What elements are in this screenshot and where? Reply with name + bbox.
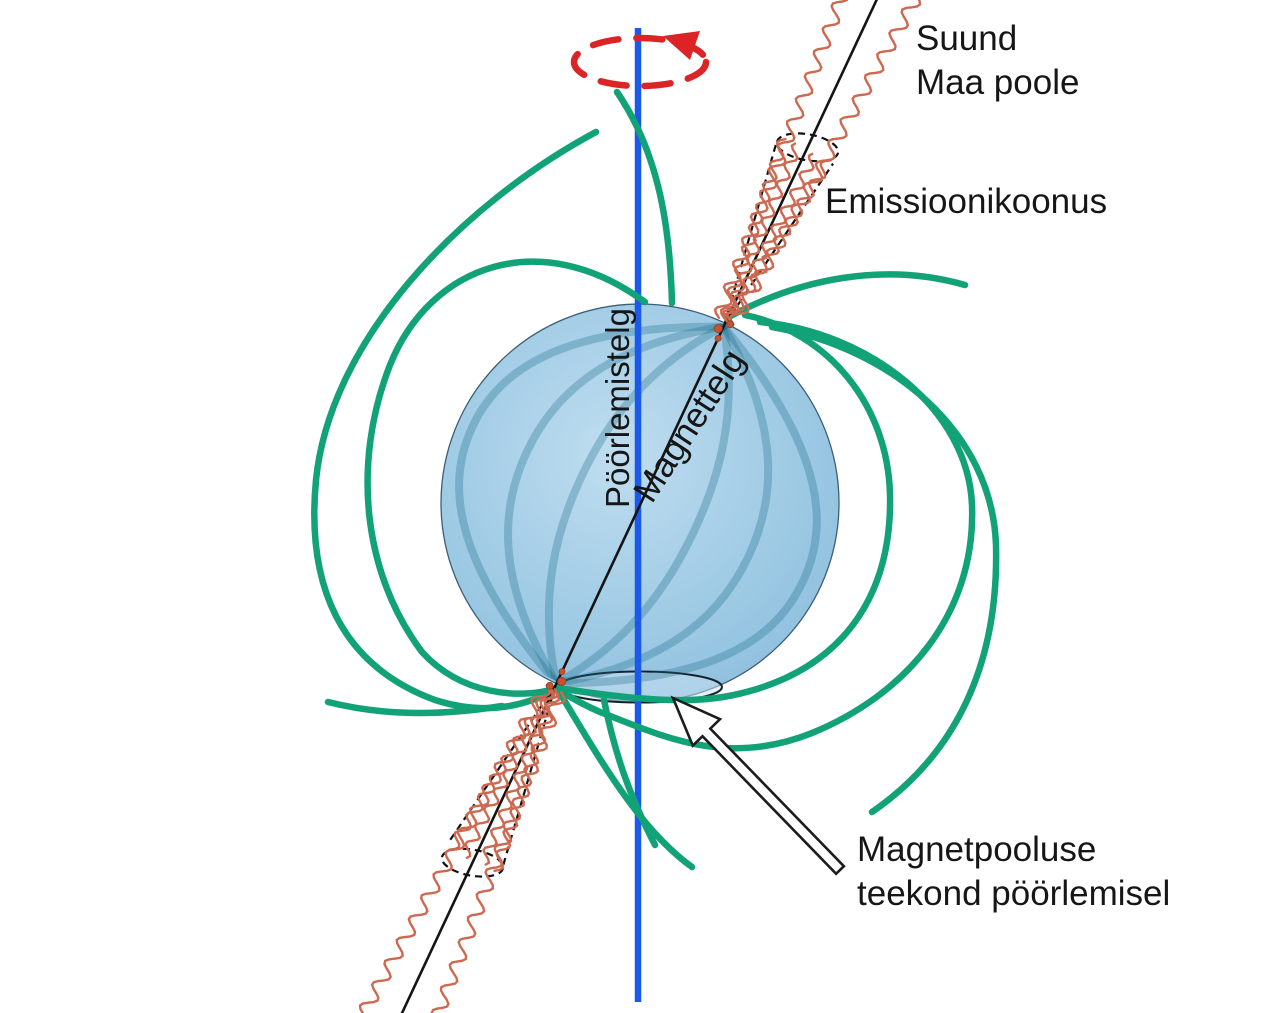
field-line xyxy=(723,271,969,322)
field-line xyxy=(554,686,696,871)
field-line xyxy=(364,258,649,697)
radiation-waves-top xyxy=(713,0,924,326)
rotation-axis-label: Pöörlemistelg xyxy=(599,308,636,508)
rotation-arrowhead-icon xyxy=(663,31,700,60)
pole-path-label-line1: Magnetpooluse xyxy=(857,830,1096,869)
pole-path-callout-arrow xyxy=(670,695,846,876)
direction-to-earth-label-line2: Maa poole xyxy=(916,63,1079,102)
field-line xyxy=(768,323,1000,816)
field-line xyxy=(600,696,659,849)
magnetic-pole-hotspots xyxy=(545,320,735,690)
field-line xyxy=(613,88,676,307)
emission-cone-top xyxy=(723,132,840,326)
emission-cone-label: Emissioonikoonus xyxy=(825,182,1107,221)
direction-to-earth-label-line1: Suund xyxy=(916,19,1017,58)
pole-path-label-line2: teekond pöörlemisel xyxy=(857,874,1170,913)
magnetic-field-lines xyxy=(311,88,1000,871)
field-line xyxy=(324,698,506,717)
interior-field-lines xyxy=(455,322,821,688)
radiation-waves-bottom xyxy=(356,684,567,1013)
rotation-direction-indicator xyxy=(570,31,710,90)
field-line xyxy=(554,311,894,704)
magnetic-axis-line xyxy=(386,0,888,1013)
